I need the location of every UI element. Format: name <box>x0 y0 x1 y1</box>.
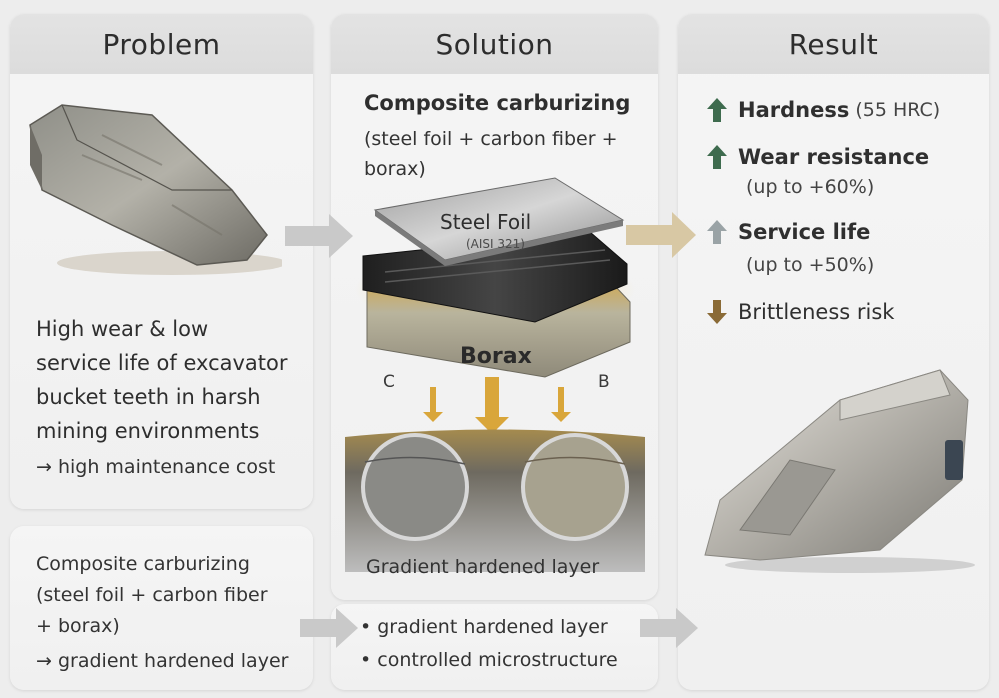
arrow-problem-to-solution <box>285 214 353 258</box>
steel-foil-label: Steel Foil <box>440 210 532 234</box>
solution-bullets-panel <box>331 604 658 690</box>
result-header: Result <box>678 14 989 74</box>
result-extra: (55 HRC) <box>855 99 941 121</box>
result-sub: (up to +60%) <box>746 176 875 198</box>
result-item-service-life: Service life <box>706 219 870 245</box>
arrow-down-icon <box>707 300 727 324</box>
problem-cost-line: → high maintenance cost <box>36 456 276 478</box>
solution-title: Composite carburizing <box>364 91 631 115</box>
problem-description-line: High wear & low <box>36 317 209 341</box>
problem-method-line: + borax) <box>36 615 120 637</box>
new-tooth-image <box>704 369 975 573</box>
problem-method-result: → gradient hardened layer <box>36 650 289 672</box>
problem-method-line: Composite carburizing <box>36 553 250 575</box>
arrow-up-icon <box>707 98 727 122</box>
solution-header: Solution <box>331 14 658 74</box>
carbon-marker: C <box>383 372 395 392</box>
solution-bullet: • gradient hardened layer <box>360 616 608 638</box>
arrow-up-icon <box>707 220 727 244</box>
problem-description-line: mining environments <box>36 419 260 443</box>
problem-description: High wear & low service life of excavato… <box>36 312 288 448</box>
solution-subtitle-line: borax) <box>364 158 426 180</box>
arrow-bullets-to-result <box>640 608 698 648</box>
boron-marker: B <box>598 372 610 392</box>
gradient-layer-caption: Gradient hardened layer <box>366 556 600 578</box>
solution-subtitle: (steel foil + carbon fiber + borax) <box>364 124 618 184</box>
result-item-wear: Wear resistance <box>706 144 929 170</box>
layer-stack-illustration <box>345 177 645 572</box>
problem-method: Composite carburizing (steel foil + carb… <box>36 549 268 642</box>
result-label: Brittleness risk <box>738 300 895 324</box>
solution-subtitle-line: (steel foil + carbon fiber + <box>364 128 618 150</box>
arrow-up-icon <box>707 145 727 169</box>
problem-method-line: (steel foil + carbon fiber <box>36 584 268 606</box>
steel-foil-grade: (AISI 321) <box>466 237 525 251</box>
problem-description-line: bucket teeth in harsh <box>36 385 261 409</box>
solution-bullet-text: controlled microstructure <box>377 649 618 671</box>
worn-tooth-image <box>29 104 282 275</box>
problem-description-line: service life of excavator <box>36 351 288 375</box>
result-label: Wear resistance <box>738 145 930 169</box>
arrow-solution-to-result <box>626 212 696 258</box>
problem-method-panel <box>10 526 313 690</box>
result-label: Service life <box>738 220 871 244</box>
solution-bullet: • controlled microstructure <box>360 649 618 671</box>
result-label: Hardness <box>738 98 850 122</box>
solution-bullets: • gradient hardened layer • controlled m… <box>360 611 618 677</box>
problem-header: Problem <box>10 14 313 74</box>
result-item-hardness: Hardness (55 HRC) <box>706 97 940 123</box>
solution-bullet-text: gradient hardened layer <box>377 616 608 638</box>
arrow-method-to-bullets <box>300 608 358 648</box>
result-sub: (up to +50%) <box>746 254 875 276</box>
result-item-brittleness: Brittleness risk <box>706 299 894 325</box>
result-panel: Result <box>678 14 989 690</box>
borax-label: Borax <box>460 344 532 369</box>
